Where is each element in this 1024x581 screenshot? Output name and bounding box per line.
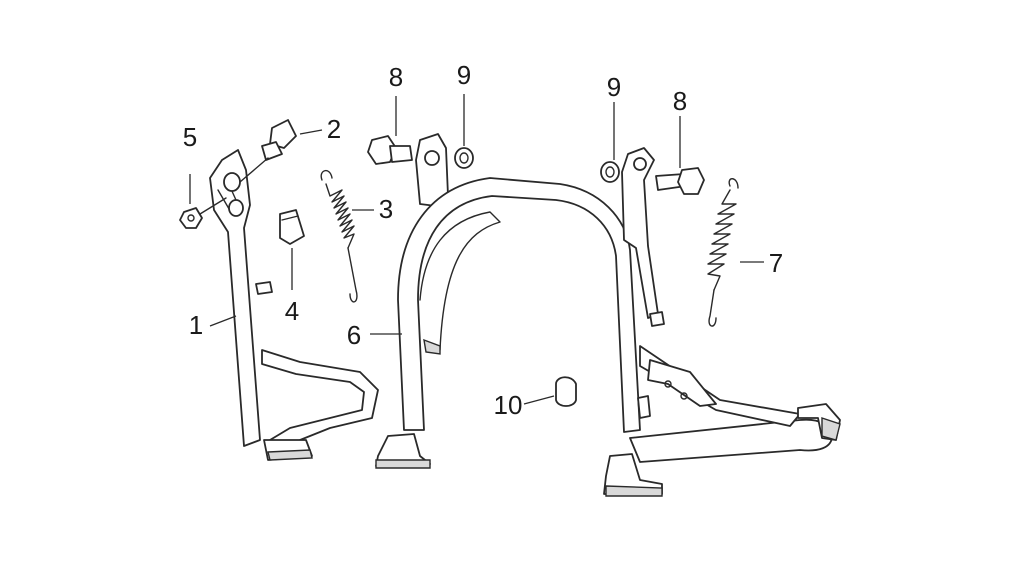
pivot-bolt-left-part [367,96,413,165]
rubber-stopper-part [279,209,305,290]
callout-10: 10 [494,390,523,420]
callout-2: 2 [327,114,341,144]
washer-right-part [600,102,620,183]
callout-labels: 1 2 3 4 5 6 7 8 9 9 8 10 [183,60,783,420]
callout-9-left: 9 [457,60,471,90]
callout-8-left: 8 [389,62,403,92]
callout-1: 1 [189,310,203,340]
side-stand-bolt-part [239,119,323,183]
washer-left-part [454,94,474,169]
stopper-cap-part [523,376,577,407]
main-stand-part [370,133,841,497]
pivot-bolt-right-part [655,116,705,195]
side-stand-part [209,149,379,461]
callout-6: 6 [347,320,361,350]
callout-8-right: 8 [673,86,687,116]
main-stand-spring-part [707,178,764,327]
callout-5: 5 [183,122,197,152]
nut-part [179,174,227,229]
callout-9-right: 9 [607,72,621,102]
side-stand-spring-part [320,170,374,303]
callout-4: 4 [285,296,299,326]
callout-7: 7 [769,248,783,278]
callout-3: 3 [379,194,393,224]
